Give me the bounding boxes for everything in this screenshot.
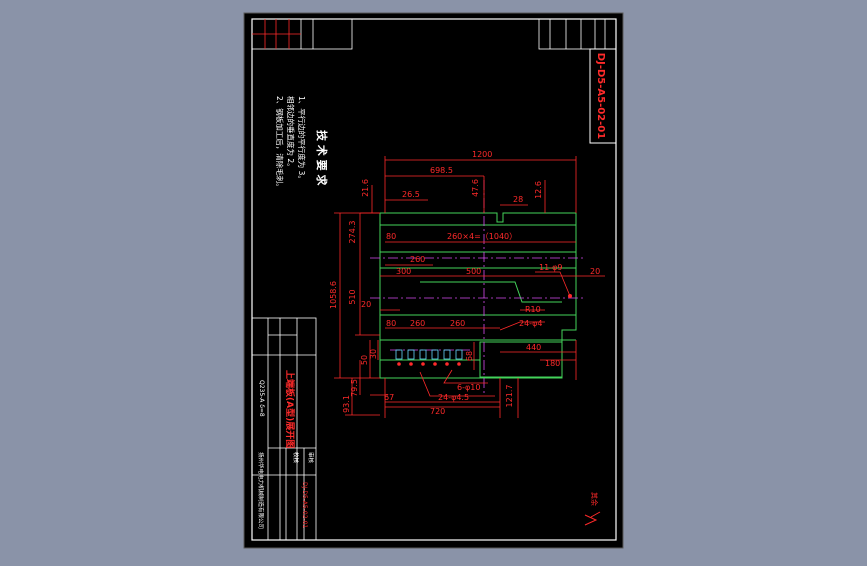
dim-68: 68 <box>465 351 474 361</box>
dim-180: 180 <box>545 359 560 368</box>
dim-1058-6: 1058.6 <box>329 281 338 309</box>
dim-24-phi4-5: 24-φ4.5 <box>438 393 469 402</box>
dim-79-5: 79.5 <box>350 379 359 397</box>
drawing-sheet <box>243 12 624 549</box>
roughness-note: 其余 <box>584 492 601 526</box>
dimension-lines <box>334 156 605 418</box>
technical-notes: 技 术 要 求 1、平行边的平行度为 3。 相邻边的垂直度为 2。 2、钢板加工… <box>275 96 329 191</box>
dim-12-6: 12.6 <box>534 181 543 199</box>
title-block-review: 审核 <box>307 452 315 464</box>
top-right-strip <box>538 18 617 50</box>
dim-500: 500 <box>466 267 481 276</box>
dim-50: 50 <box>360 355 369 365</box>
dim-6-phi10: 6-φ10 <box>457 383 480 392</box>
dim-20-right: 20 <box>590 267 600 276</box>
dim-R10: R10 <box>525 305 541 314</box>
note-line-2: 相邻边的垂直度为 2。 <box>286 96 296 171</box>
dim-67: 67 <box>384 393 394 402</box>
dim-26-5: 26.5 <box>402 190 420 199</box>
drawing-code: DJ-D5-A5-02-01 <box>595 53 606 139</box>
title-block-company: 扬州华电电力机械制造有限公司 <box>257 452 265 529</box>
dim-440: 440 <box>526 343 541 352</box>
dim-28: 28 <box>513 195 523 204</box>
note-line-3: 2、钢板加工后，清除毛刺。 <box>275 96 285 191</box>
dim-24-phi4: 24-φ4 <box>519 319 542 328</box>
title-block-code: DJ-D5-A5-02-01 <box>301 482 308 529</box>
note-line-1: 1、平行边的平行度为 3。 <box>297 96 307 183</box>
dim-30: 30 <box>369 349 378 359</box>
dim-720: 720 <box>430 407 445 416</box>
dim-274-3: 274.3 <box>348 221 357 244</box>
dim-80-top: 80 <box>386 232 396 241</box>
drawing-frame <box>251 18 617 541</box>
dim-121-7: 121.7 <box>505 385 514 408</box>
title-block-check: 校核 <box>292 452 300 464</box>
dim-260-mid-1: 260 <box>410 319 425 328</box>
dim-80-mid: 80 <box>386 319 396 328</box>
roughness-icon <box>584 511 601 526</box>
dim-20-left: 20 <box>361 300 371 309</box>
title-block-part-name: 上端板(A型)展开图 <box>284 370 296 448</box>
dim-698-5: 698.5 <box>430 166 453 175</box>
dim-21-6: 21.6 <box>361 179 370 197</box>
dim-300: 300 <box>396 267 411 276</box>
dim-1200: 1200 <box>472 150 492 159</box>
dim-11-phi9: 11-φ9 <box>539 263 562 272</box>
dim-47-6: 47.6 <box>471 179 480 197</box>
centerlines <box>370 180 585 395</box>
dim-1040: 260×4=（1040） <box>447 232 517 241</box>
dim-260-top: 260 <box>410 255 425 264</box>
title-block-material: Q235-A δ=8 <box>258 380 265 417</box>
drawing-code-box <box>589 48 617 144</box>
top-left-strip <box>251 18 353 50</box>
dim-93-1: 93.1 <box>342 395 351 413</box>
svg-text:其余: 其余 <box>590 492 599 506</box>
dim-260-mid-2: 260 <box>450 319 465 328</box>
dim-510: 510 <box>348 289 357 304</box>
title-block <box>251 317 317 541</box>
hole-row <box>395 349 463 360</box>
dimension-texts: 1200 698.5 47.6 26.5 21.6 28 12.6 274.3 … <box>329 150 600 416</box>
notes-title: 技 术 要 求 <box>315 130 329 186</box>
